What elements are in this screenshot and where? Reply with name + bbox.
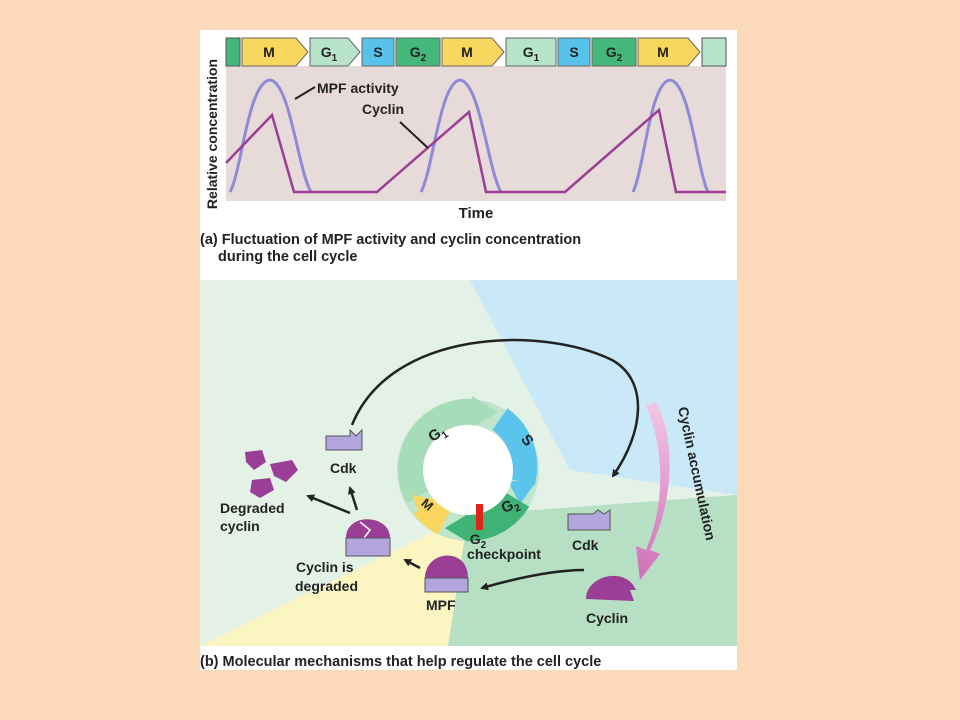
- phase-bar: M G1 S G2 M G1 S G2 M: [225, 37, 727, 67]
- g2-checkpoint-label: G2: [470, 531, 487, 551]
- panel-b: G1 S G2 M G2 checkpoint Cdk Cdk Cyclin M…: [200, 280, 737, 670]
- g2-checkpoint-marker: [476, 504, 483, 530]
- phase-label: M: [657, 44, 669, 60]
- bg-blue-sector: [470, 280, 737, 495]
- cdk-return-arrow: [350, 338, 640, 478]
- g2-checkpoint-word: checkpoint: [467, 546, 541, 562]
- figure-panel: M G1 S G2 M G1 S G2 M MPF activity Cyclin Relati…: [200, 30, 737, 670]
- degraded-cyclin-label-1: Degraded: [220, 500, 285, 516]
- phase-label: S: [373, 44, 382, 60]
- cyclin-concentration-curve: [225, 107, 726, 194]
- phase-block-4: G2: [395, 37, 441, 67]
- cdk-left-icon: [325, 428, 363, 451]
- arrow-to-degraded-cyclin: [306, 494, 351, 515]
- ring-s-arrowhead: [508, 481, 536, 504]
- phase-label: G1: [321, 44, 338, 64]
- ring-g1-arrow: [398, 398, 477, 504]
- cyclin-label: Cyclin: [362, 101, 404, 117]
- caption-a-line1: (a) Fluctuation of MPF activity and cycl…: [200, 232, 581, 248]
- arrow-to-cdk-left: [348, 486, 359, 511]
- phase-label: S: [569, 44, 578, 60]
- phase-block-6: G1: [505, 37, 557, 67]
- arrow-mpf-to-degraded: [403, 558, 421, 570]
- mpf-label-pointer: [294, 86, 316, 100]
- cyclin-is-degraded-label-2: degraded: [295, 578, 358, 594]
- phase-label: M: [461, 44, 473, 60]
- x-axis-label: Time: [459, 205, 494, 222]
- ring-s-arrow: [491, 408, 538, 486]
- phase-label: G2: [606, 44, 623, 64]
- phase-block-2: G1: [309, 37, 361, 67]
- phase-block-3: S: [361, 37, 395, 67]
- cdk-right-icon: [567, 509, 611, 531]
- phase-bar-start: [225, 37, 241, 67]
- cyclin-label-pointer: [399, 121, 429, 149]
- cdk-right-label: Cdk: [572, 537, 599, 553]
- ring-g2-arrow: [467, 492, 530, 542]
- phase-bar-end: [701, 37, 727, 67]
- mpf-label: MPF: [426, 597, 456, 613]
- caption-b: (b) Molecular mechanisms that help regul…: [200, 654, 601, 670]
- phase-label: G1: [523, 44, 540, 64]
- phase-block-8: G2: [591, 37, 637, 67]
- bg-darkgreen-sector: [448, 495, 737, 646]
- cyclin-accumulation-arrow: [636, 402, 670, 580]
- cyclin-right-label: Cyclin: [586, 610, 628, 626]
- y-axis-label: Relative concentration: [204, 59, 220, 209]
- ring-g1-arrowhead: [472, 396, 498, 428]
- mpf-activity-label: MPF activity: [317, 80, 399, 96]
- caption-a-line2: during the cell cycle: [218, 249, 357, 265]
- phase-block-1: M: [241, 37, 309, 67]
- phase-block-7: S: [557, 37, 591, 67]
- cdk-left-label: Cdk: [330, 460, 357, 476]
- phase-label: M: [263, 44, 275, 60]
- phase-label: G2: [410, 44, 427, 64]
- mpf-icon: [424, 555, 469, 593]
- ring-g2-arrowhead: [445, 514, 468, 542]
- phase-block-9: M: [637, 37, 701, 67]
- ring-m-arrowhead: [412, 495, 440, 522]
- cell-cycle-ring: G1 S G2 M: [397, 396, 539, 542]
- cyclin-icon: [586, 575, 636, 601]
- cyclin-degraded-complex-icon: [345, 519, 391, 557]
- degraded-cyclin-label-2: cyclin: [220, 518, 260, 534]
- panel-a: M G1 S G2 M G1 S G2 M MPF activity Cyclin Relati…: [200, 37, 727, 265]
- bg-yellow-sector: [200, 515, 468, 646]
- degraded-cyclin-fragments: [245, 450, 298, 498]
- mpf-activity-curve: [228, 78, 710, 193]
- arrow-cyclin-to-mpf: [480, 568, 585, 591]
- plot-background: [226, 66, 726, 201]
- phase-block-5: M: [441, 37, 505, 67]
- cyclin-is-degraded-label-1: Cyclin is: [296, 559, 354, 575]
